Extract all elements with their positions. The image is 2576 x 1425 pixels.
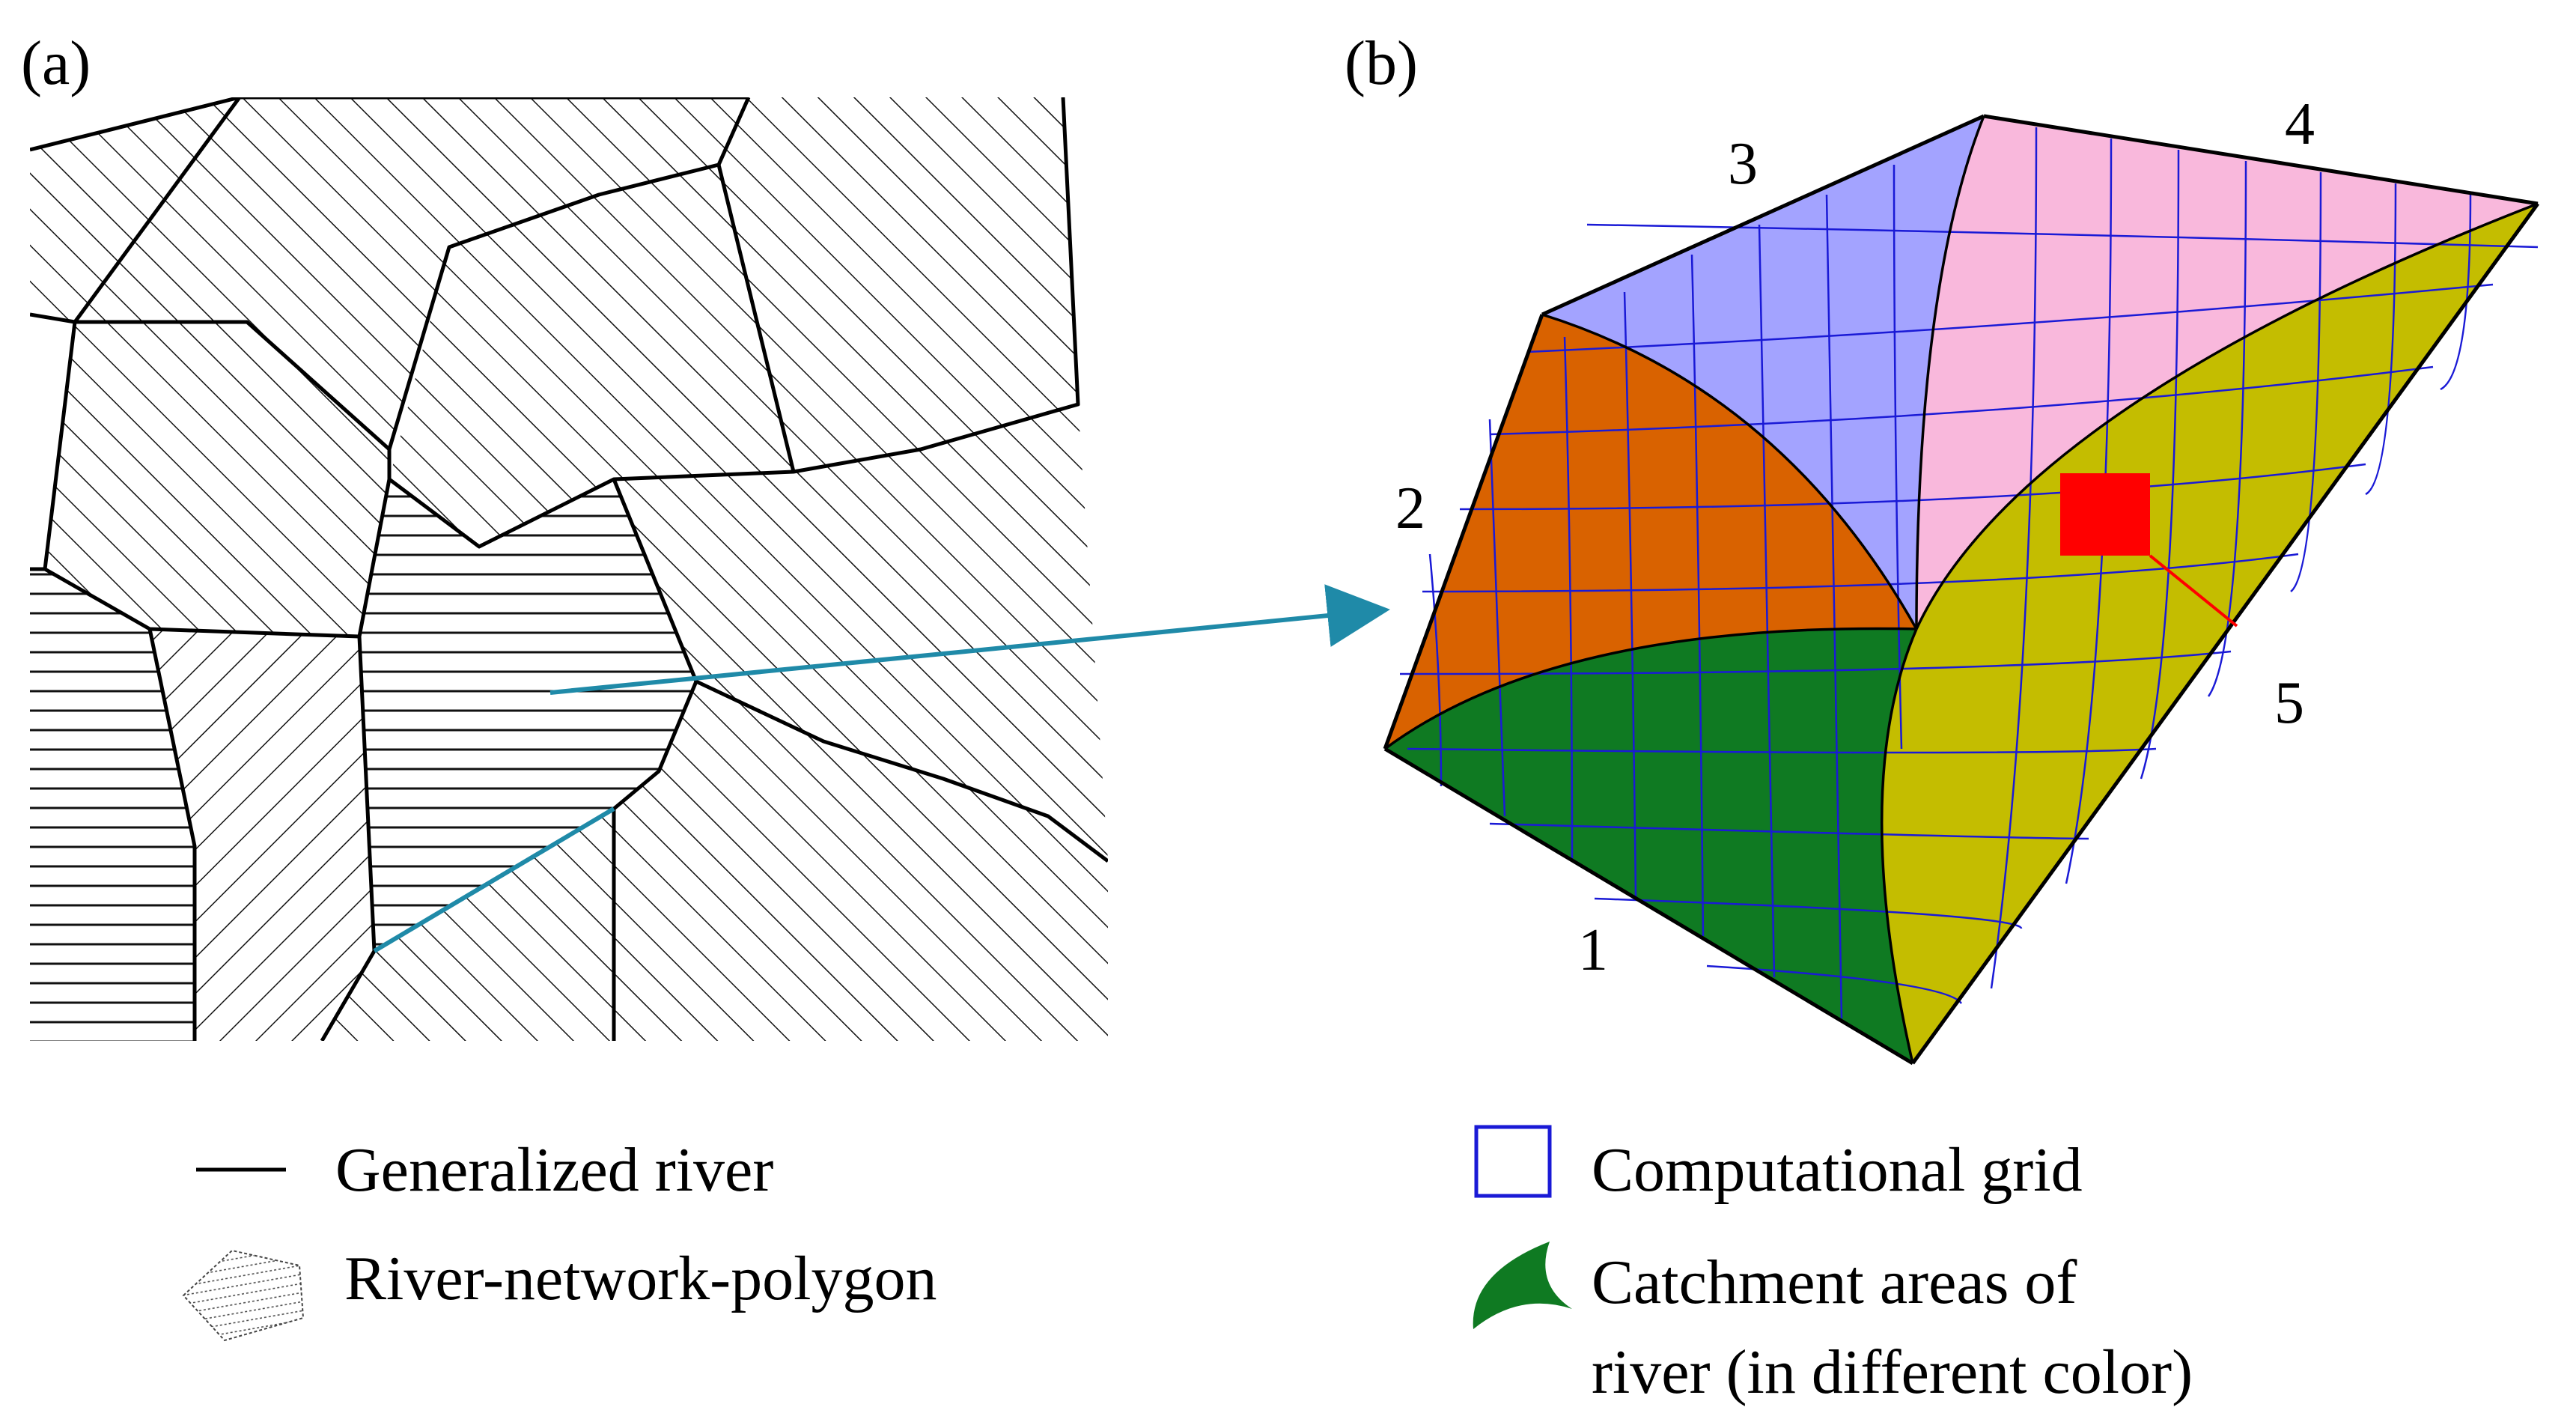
river-number-1: 1 (1578, 917, 1608, 983)
polygon-bottom-right (614, 681, 1108, 1041)
river-network-map (30, 97, 1108, 1041)
river-number-3: 3 (1728, 131, 1758, 197)
computational-grid-swatch (1474, 1125, 1552, 1198)
polygon-right-middle (614, 404, 1108, 861)
legend-panel-a: Generalized river River-network-polygon (182, 1135, 937, 1342)
legend-river-network-polygon: River-network-polygon (344, 1244, 937, 1313)
river-network-polygon-swatch (182, 1249, 305, 1342)
legend-panel-b: Computational grid Catchment areas of ri… (1473, 1125, 2193, 1407)
computational-grid (1399, 127, 2539, 1019)
polygon-top-right (719, 97, 1078, 472)
river-2 (1383, 314, 1544, 750)
river-4 (1983, 114, 2539, 206)
panel-a-tag: (a) (21, 28, 91, 98)
catchment-boundaries (1383, 115, 2539, 1064)
connector-arrow (549, 584, 1390, 695)
polygon-far-left-horizontal (30, 569, 195, 1041)
river-number-2: 2 (1395, 475, 1425, 541)
highlighted-grid-cell (2060, 473, 2150, 556)
polygon-top-left (30, 97, 749, 449)
polygon-bottom-middle (322, 809, 614, 1041)
catchment-area-swatch (1473, 1242, 1572, 1329)
generalized-rivers (30, 97, 1108, 1041)
highlighted-river-segment (373, 806, 615, 953)
river-number-5: 5 (2274, 670, 2304, 736)
catchment-area-1 (1385, 628, 1916, 1063)
river-5 (1910, 202, 2540, 1065)
river-number-4: 4 (2285, 91, 2315, 157)
panel-b-tag: (b) (1345, 28, 1418, 98)
legend-catchment-line1: Catchment areas of (1592, 1248, 2077, 1317)
polygon-bottom-left (150, 629, 374, 1041)
catchment-area-4 (1916, 116, 2538, 629)
catchment-area-5 (1881, 204, 2538, 1063)
river-1 (1383, 747, 1914, 1066)
catchment-diagram: 1 2 3 4 5 (1383, 91, 2540, 1066)
legend-computational-grid: Computational grid (1592, 1135, 2083, 1205)
legend-catchment-line2: river (in different color) (1592, 1337, 2193, 1407)
cell-to-river-link (2149, 554, 2238, 628)
river-outline (1383, 114, 2540, 1066)
polygon-upper-middle (389, 165, 794, 547)
polygon-center-horizontal (359, 479, 696, 951)
legend-generalized-river: Generalized river (335, 1135, 773, 1205)
catchment-area-2 (1385, 315, 1916, 749)
river-3 (1541, 114, 1985, 317)
polygon-left-middle (45, 322, 389, 636)
